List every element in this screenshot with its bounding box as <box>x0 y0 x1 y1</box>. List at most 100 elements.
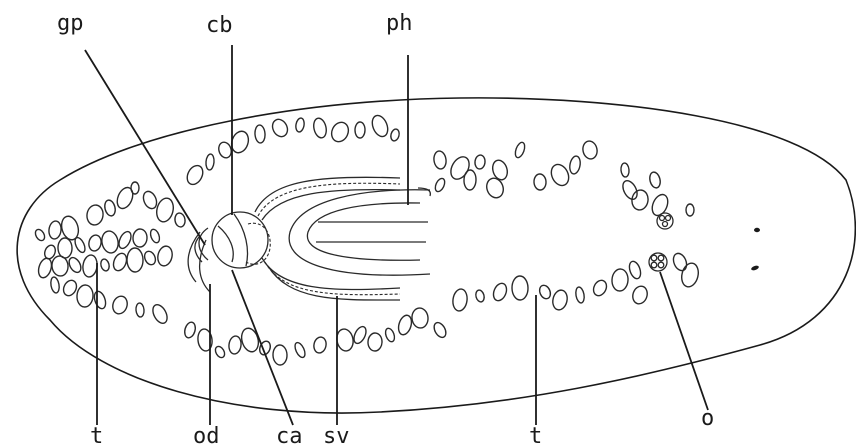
testis-follicle <box>114 185 135 211</box>
ovary-lower <box>649 253 667 271</box>
testis-follicle <box>447 154 473 183</box>
testis-follicle <box>239 326 261 353</box>
testis-follicle <box>411 307 429 329</box>
testis-follicle <box>100 230 120 255</box>
testis-follicle <box>369 113 390 139</box>
testis-follicle <box>86 204 105 226</box>
label-od: od <box>193 424 220 447</box>
testis-follicle <box>270 117 291 139</box>
leader-o <box>660 272 708 410</box>
testis-follicle <box>475 289 486 303</box>
testis-follicle <box>254 125 265 144</box>
testis-follicle <box>273 345 288 365</box>
testis-follicle <box>591 278 609 298</box>
testis-follicle <box>631 189 650 211</box>
testis-follicle <box>156 245 174 268</box>
eye-lower <box>751 265 760 271</box>
testis-follicle <box>575 286 586 303</box>
testis-follicle <box>67 256 84 275</box>
testis-follicle <box>87 234 102 252</box>
label-t-left: t <box>90 424 103 447</box>
testis-follicle <box>61 278 79 298</box>
copulatory-bulb <box>212 212 270 268</box>
testis-follicle <box>390 128 401 142</box>
testis-follicle <box>433 177 446 193</box>
testis-follicle <box>34 228 47 242</box>
label-t-right: t <box>529 424 542 447</box>
label-ph: ph <box>386 11 413 36</box>
testis-follicle <box>214 345 227 359</box>
testis-follicle <box>217 141 233 160</box>
testis-follicle <box>396 314 413 337</box>
testis-follicle <box>620 178 640 201</box>
testes-group <box>34 113 701 365</box>
testis-follicle <box>76 284 93 307</box>
testis-follicle <box>82 254 99 278</box>
testis-follicle <box>355 122 365 138</box>
testis-follicle <box>149 228 161 244</box>
testis-follicle <box>335 328 355 353</box>
label-gp: gp <box>57 11 84 36</box>
testis-follicle <box>491 281 509 302</box>
testis-follicle <box>514 141 527 159</box>
testis-follicle <box>464 170 477 190</box>
testis-follicle <box>352 325 369 346</box>
label-cb: cb <box>206 13 233 38</box>
label-o: o <box>701 406 714 431</box>
testis-follicle <box>631 284 650 305</box>
testis-follicle <box>432 321 449 340</box>
testis-follicle <box>36 257 53 280</box>
testis-follicle <box>103 199 117 217</box>
ovary-upper <box>657 213 673 229</box>
testis-follicle <box>141 189 159 210</box>
testis-follicle <box>73 236 87 254</box>
testis-follicle <box>100 258 111 272</box>
testis-follicle <box>154 196 175 223</box>
testis-follicle <box>474 155 485 170</box>
testis-follicle <box>143 250 158 267</box>
testis-follicle <box>433 150 447 169</box>
eye-upper <box>754 228 760 232</box>
testis-follicle <box>548 162 572 189</box>
testis-follicle <box>581 140 598 161</box>
testis-follicle <box>679 261 700 288</box>
testis-follicle <box>648 171 662 189</box>
testis-follicle <box>92 290 107 310</box>
testis-follicle <box>174 212 186 227</box>
testis-follicle <box>312 117 328 139</box>
seminal-vesicle-lower <box>262 258 400 300</box>
testis-follicle <box>551 289 569 312</box>
testis-follicle <box>184 163 206 187</box>
testis-follicle <box>312 336 327 354</box>
testis-follicle <box>611 268 628 291</box>
testis-follicle <box>627 260 642 280</box>
pharynx <box>289 188 430 275</box>
testis-follicle <box>686 204 694 216</box>
testis-follicle <box>620 163 629 178</box>
testis-follicle <box>117 230 134 251</box>
label-ca: ca <box>276 424 303 447</box>
testis-follicle <box>48 220 62 239</box>
testis-follicle <box>452 288 469 312</box>
testis-follicle <box>133 229 148 248</box>
testis-follicle <box>58 238 73 258</box>
testis-follicle <box>131 182 139 194</box>
testis-follicle <box>368 333 383 352</box>
testis-follicle <box>150 302 170 325</box>
testis-follicle <box>228 335 242 354</box>
testis-follicle <box>329 120 352 145</box>
label-sv: sv <box>323 424 350 447</box>
testis-follicle <box>534 174 547 191</box>
testis-follicle <box>111 294 130 315</box>
testis-follicle <box>295 117 305 132</box>
testis-follicle <box>127 248 143 272</box>
testis-follicle <box>183 321 197 339</box>
testis-follicle <box>205 154 214 171</box>
testis-follicle <box>135 303 144 318</box>
testis-follicle <box>568 155 581 175</box>
testis-follicle <box>512 276 528 300</box>
testis-follicle <box>293 341 307 359</box>
testis-follicle <box>50 276 61 293</box>
testis-follicle <box>538 284 553 301</box>
